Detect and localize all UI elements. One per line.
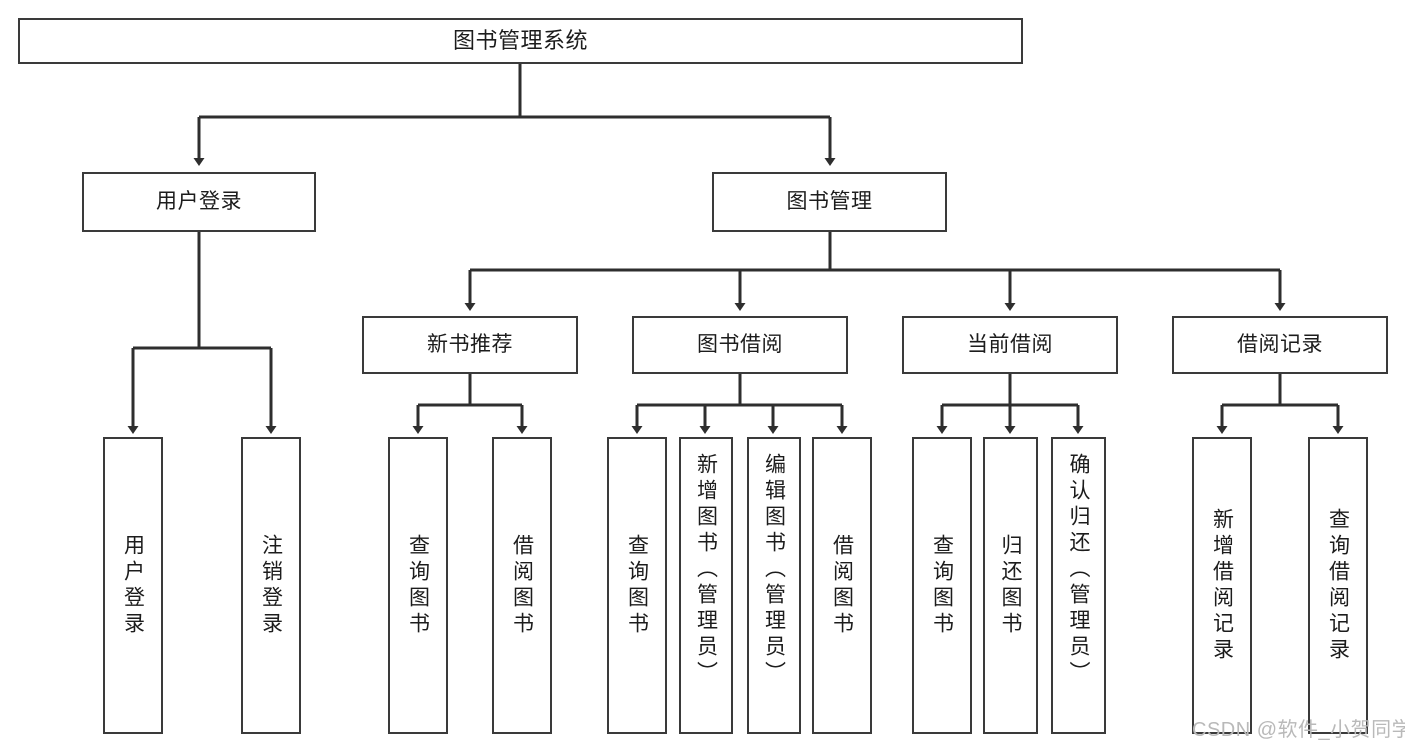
node-label: 注销登录 — [259, 533, 283, 638]
leaf-return-book[interactable]: 归还图书 — [983, 437, 1038, 734]
node-label: 确认归还（管理员） — [1067, 453, 1090, 687]
node-label: 图书管理 — [786, 189, 873, 213]
node-label: 用户登录 — [156, 189, 242, 213]
leaf-logout[interactable]: 注销登录 — [241, 437, 301, 734]
node-label: 新增图书（管理员） — [694, 453, 718, 687]
node-label: 用户登录 — [121, 533, 145, 638]
node-label: 借阅图书 — [830, 533, 854, 638]
leaf-add-borrow-record[interactable]: 新增借阅记录 — [1192, 437, 1252, 734]
leaf-edit-book-admin[interactable]: 编辑图书（管理员） — [747, 437, 801, 734]
leaf-query-book-recommend[interactable]: 查询图书 — [388, 437, 448, 734]
leaf-user-login[interactable]: 用户登录 — [103, 437, 163, 734]
node-label: 当前借阅 — [967, 332, 1053, 356]
leaf-query-borrow-record[interactable]: 查询借阅记录 — [1308, 437, 1368, 734]
node-new-book-recommend[interactable]: 新书推荐 — [362, 316, 578, 374]
watermark-text: CSDN @软件_小贺同学 — [1192, 719, 1405, 741]
node-label: 图书管理系统 — [452, 28, 588, 54]
node-current-borrow[interactable]: 当前借阅 — [902, 316, 1118, 374]
node-borrow-record[interactable]: 借阅记录 — [1172, 316, 1388, 374]
node-label: 查询图书 — [406, 533, 430, 638]
leaf-add-book-admin[interactable]: 新增图书（管理员） — [679, 437, 733, 734]
node-book-management[interactable]: 图书管理 — [712, 172, 947, 232]
leaf-confirm-return-admin[interactable]: 确认归还（管理员） — [1051, 437, 1106, 734]
node-label: 查询图书 — [930, 533, 954, 638]
node-label: 新增借阅记录 — [1210, 507, 1234, 664]
leaf-query-book-borrow[interactable]: 查询图书 — [607, 437, 667, 734]
node-label: 借阅记录 — [1237, 332, 1323, 356]
node-label: 编辑图书（管理员） — [762, 453, 786, 687]
node-book-borrow[interactable]: 图书借阅 — [632, 316, 848, 374]
node-label: 借阅图书 — [510, 533, 534, 638]
node-label: 归还图书 — [999, 533, 1022, 638]
node-label: 查询图书 — [625, 533, 649, 638]
node-user-login[interactable]: 用户登录 — [82, 172, 316, 232]
node-label: 查询借阅记录 — [1326, 507, 1350, 664]
node-label: 新书推荐 — [427, 332, 513, 356]
leaf-query-book-current[interactable]: 查询图书 — [912, 437, 972, 734]
leaf-borrow-book-recommend[interactable]: 借阅图书 — [492, 437, 552, 734]
node-label: 图书借阅 — [697, 332, 783, 356]
leaf-borrow-book[interactable]: 借阅图书 — [812, 437, 872, 734]
node-root-system[interactable]: 图书管理系统 — [18, 18, 1023, 64]
